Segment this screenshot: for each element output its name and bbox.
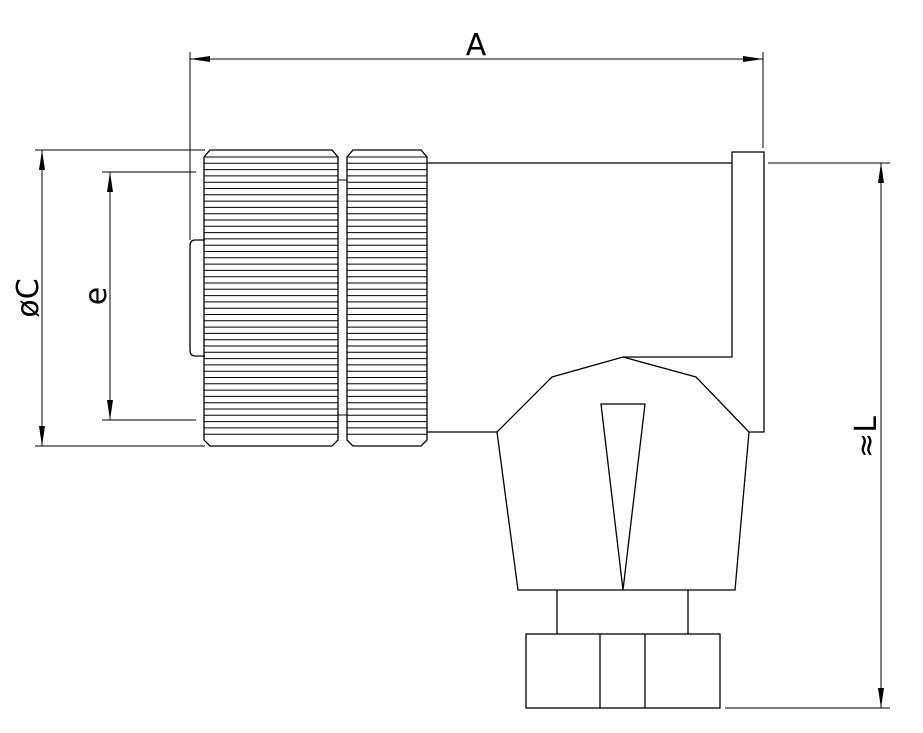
arrow-e-bottom bbox=[107, 400, 113, 420]
arrow-l-top bbox=[878, 163, 884, 183]
dimension-l-label: ≈L bbox=[849, 416, 884, 458]
body-housing bbox=[427, 151, 765, 433]
dimension-c-label: øC bbox=[11, 278, 46, 317]
arrow-a-left bbox=[190, 56, 210, 62]
angled-head bbox=[496, 356, 750, 591]
head-slot bbox=[600, 403, 646, 591]
coupling-nut-2 bbox=[346, 149, 428, 447]
arrow-a-right bbox=[743, 56, 763, 62]
arrow-l-bottom bbox=[878, 688, 884, 708]
arrow-c-bottom bbox=[39, 426, 45, 446]
dimension-a-label: A bbox=[466, 28, 487, 63]
cable-gland bbox=[525, 590, 721, 709]
dimension-e-label: e bbox=[79, 287, 114, 305]
dimension-e: e bbox=[79, 171, 196, 421]
arrow-c-top bbox=[39, 150, 45, 170]
front-cap bbox=[189, 239, 205, 357]
dimension-l: ≈L bbox=[725, 162, 890, 709]
dimension-diameter-c: øC bbox=[11, 149, 205, 447]
coupling-nut-1 bbox=[203, 149, 339, 447]
arrow-e-top bbox=[107, 172, 113, 192]
gland-nut bbox=[525, 633, 721, 709]
dimension-a: A bbox=[189, 28, 764, 240]
